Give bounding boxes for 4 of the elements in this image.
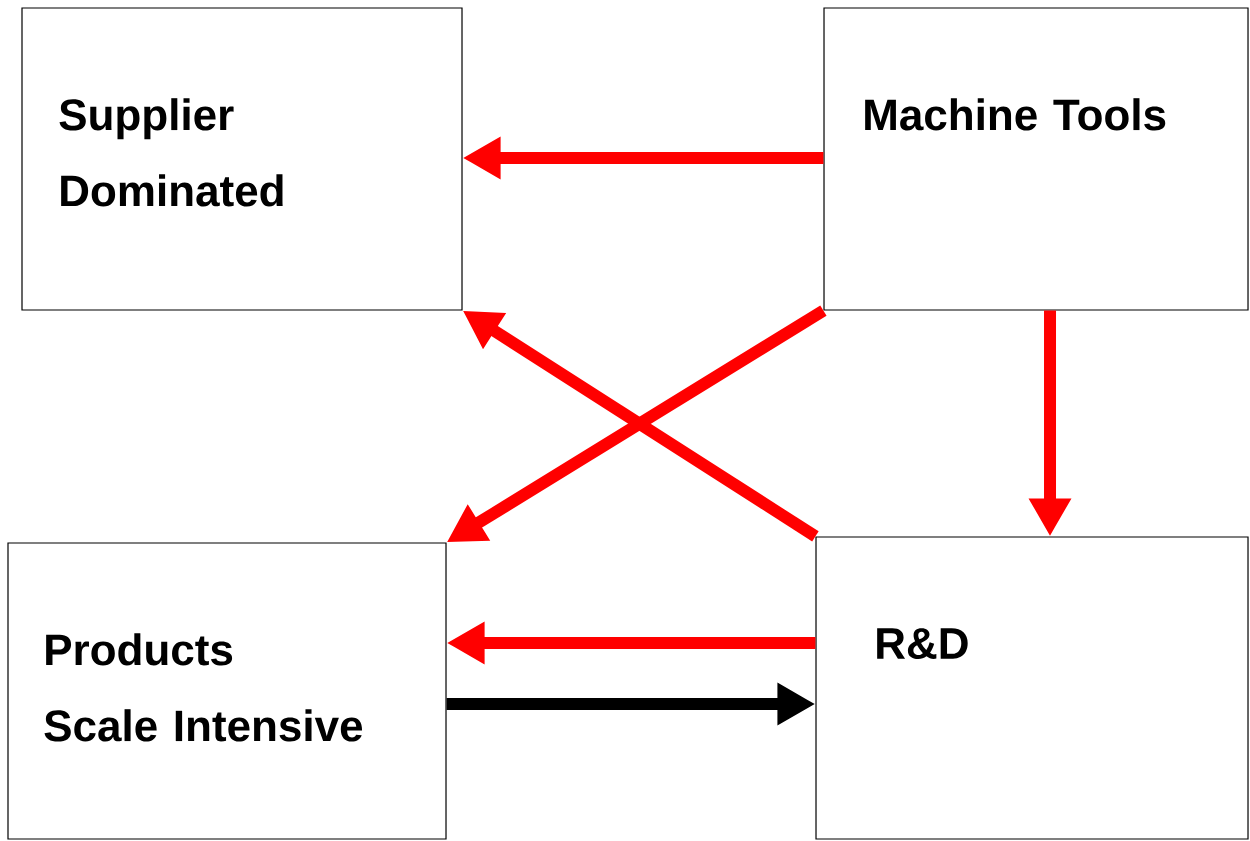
text-box: Machine Tools — [823, 7, 1249, 311]
text-box: Supplier Dominated — [21, 7, 463, 311]
text-box: R&D — [815, 536, 1249, 840]
text-box: Products Scale Intensive — [7, 542, 447, 840]
